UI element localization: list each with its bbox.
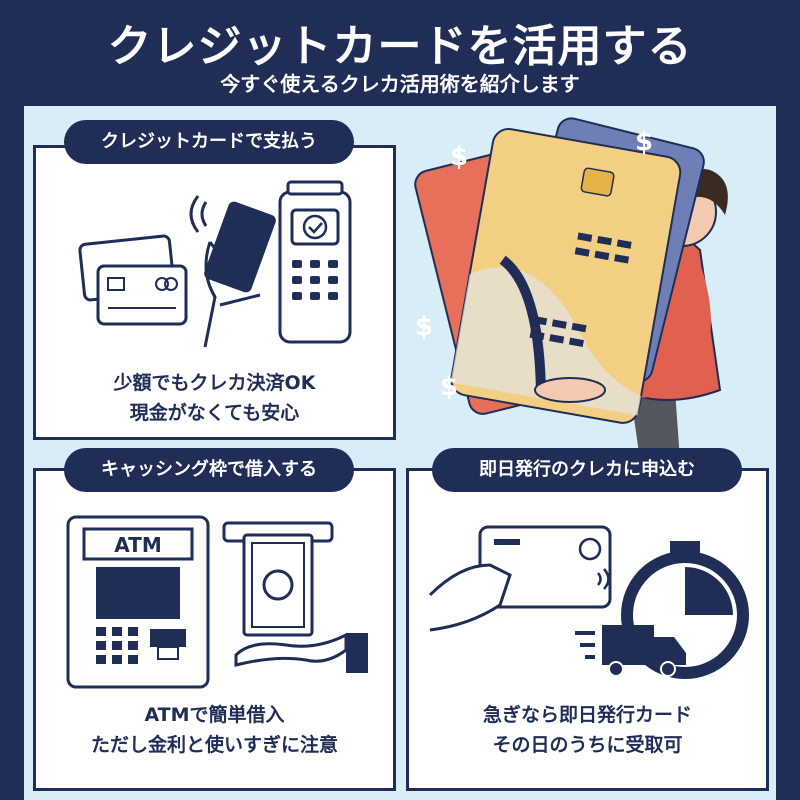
page-title: クレジットカードを活用する	[107, 21, 693, 72]
svg-text:$: $	[635, 127, 653, 157]
caption-pay-with-credit: 少額でもクレカ決済OK 現金がなくても安心	[33, 368, 396, 428]
page-subtitle: 今すぐ使えるクレカ活用術を紹介します	[220, 72, 580, 96]
credit-card-front-icon	[96, 264, 188, 326]
section-heading-pay: クレジットカードで支払う	[64, 120, 354, 164]
person-carrying-cards-illustration: $$$$	[414, 117, 728, 460]
atm-cash-illustration: ATM	[66, 515, 368, 689]
caption-same-day: 急ぎなら即日発行カード その日のうちに受取可	[406, 700, 769, 760]
card-payment-illustration	[78, 180, 352, 348]
cash-dispense-icon	[222, 521, 334, 637]
atm-icon: ATM	[66, 515, 210, 689]
section-heading-same-day: 即日発行のクレカに申込む	[432, 448, 742, 492]
caption-line: 少額でもクレカ決済OK	[113, 372, 316, 394]
svg-text:$: $	[415, 312, 433, 342]
svg-text:$: $	[450, 142, 468, 172]
same-day-delivery-illustration	[428, 525, 749, 679]
payment-terminal-icon	[278, 180, 352, 344]
caption-cashing: ATMで簡単借入 ただし金利と使いすぎに注意	[33, 700, 396, 760]
hand-tapping-card-icon	[189, 195, 276, 348]
caption-line: ATMで簡単借入	[144, 704, 285, 726]
dollar-sparkle-icon: $$$$	[415, 127, 653, 402]
caption-line: ただし金利と使いすぎに注意	[90, 734, 338, 756]
legs	[630, 390, 680, 460]
receiving-hand-icon	[234, 632, 368, 673]
caption-line: 現金がなくても安心	[129, 402, 300, 424]
caption-line: その日のうちに受取可	[492, 734, 683, 756]
svg-text:$: $	[440, 372, 458, 402]
delivery-truck-icon	[575, 625, 686, 677]
caption-line: 急ぎなら即日発行カード	[482, 704, 692, 726]
credit-card-large-icon	[450, 128, 682, 424]
card-same-day-issue	[406, 468, 769, 791]
hand-holding-card-icon	[428, 525, 612, 632]
section-heading-cashing: キャッシング枠で借入する	[64, 448, 354, 492]
stopwatch-icon	[621, 541, 749, 679]
atm-label: ATM	[114, 533, 161, 557]
